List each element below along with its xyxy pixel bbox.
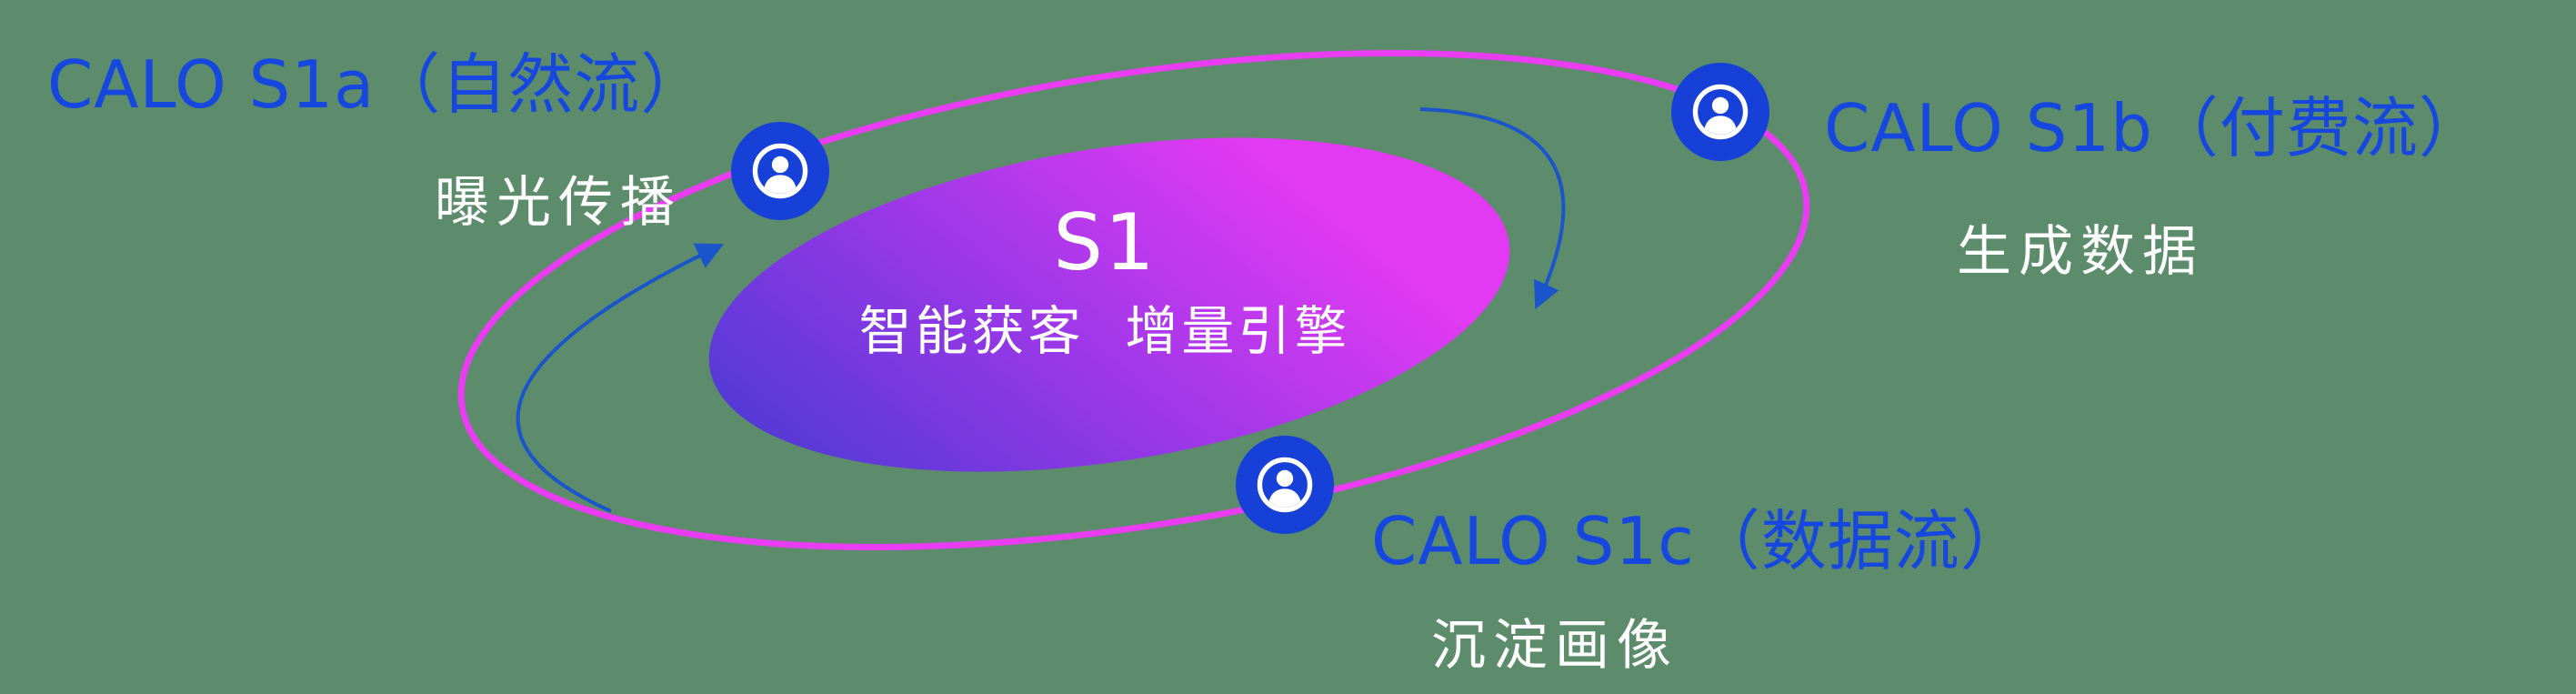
core-subtitle: 智能获客 增量引擎 xyxy=(858,299,1351,362)
flow-arrow-left xyxy=(516,243,725,513)
label-s1b-title: CALO S1b（付费流） xyxy=(1824,90,2485,166)
node-s1a xyxy=(731,122,829,220)
user-badge-icon xyxy=(1671,63,1769,161)
flow-arrow-right xyxy=(1419,107,1566,310)
label-s1b-subtitle: 生成数据 xyxy=(1957,220,2204,284)
user-badge-icon xyxy=(731,122,829,220)
label-s1c-title: CALO S1c（数据流） xyxy=(1371,503,2027,579)
core-text-block: S1 智能获客 增量引擎 xyxy=(696,198,1514,366)
core-title: S1 xyxy=(1053,197,1157,288)
label-s1c-subtitle: 沉淀画像 xyxy=(1431,614,1679,678)
orbit-ring xyxy=(457,50,1810,550)
node-s1c xyxy=(1236,436,1334,534)
label-s1a-title: CALO S1a（自然流） xyxy=(47,46,707,123)
user-badge-icon xyxy=(1236,436,1334,534)
node-s1b xyxy=(1671,63,1769,161)
label-s1a-subtitle: 曝光传播 xyxy=(435,171,682,235)
